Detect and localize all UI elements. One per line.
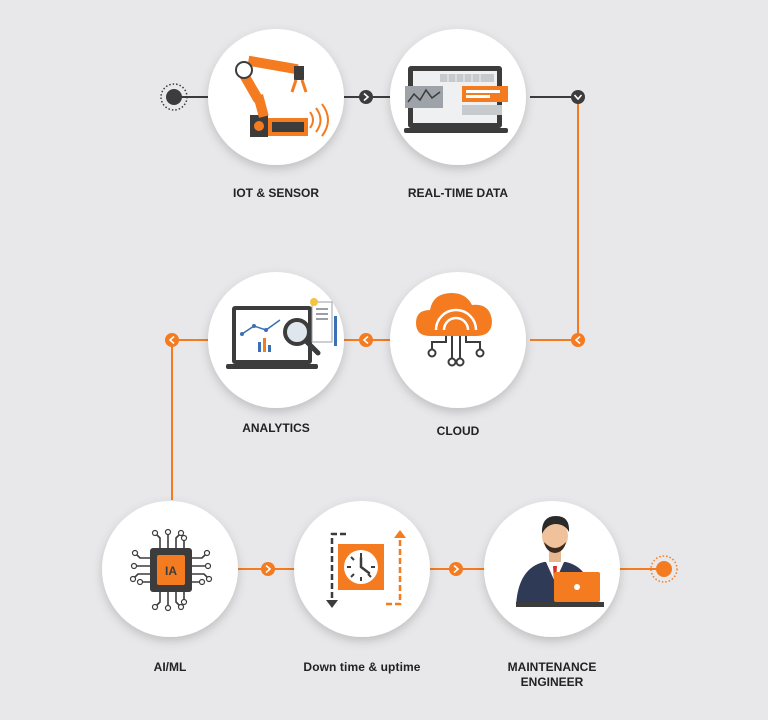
step-label-realtime: REAL-TIME DATA xyxy=(407,186,509,200)
arrow-node-into-cloud xyxy=(571,333,585,347)
step-label-engineer-line2: ENGINEER xyxy=(520,675,584,689)
step-label-iot: IOT & SENSOR xyxy=(232,186,319,200)
ai-chip-icon: IA xyxy=(129,528,213,612)
step-label-analytics: ANALYTICS xyxy=(242,421,310,435)
svg-text:IA: IA xyxy=(165,564,177,578)
step-label-engineer-line1: MAINTENANCE xyxy=(507,660,597,674)
arrow-node-realtime-cloud xyxy=(571,90,585,104)
engineer-laptop-icon xyxy=(516,516,604,607)
arrow-node-cloud-analytics xyxy=(359,333,373,347)
monitor-dashboard-icon xyxy=(404,66,508,133)
step-label-cloud: CLOUD xyxy=(436,424,480,438)
arrow-node-downtime-engineer xyxy=(449,562,463,576)
arrow-node-aiml-downtime xyxy=(261,562,275,576)
step-label-aiml: AI/ML xyxy=(153,660,187,674)
clock-cycle-icon xyxy=(326,530,406,608)
end-dot xyxy=(650,555,678,583)
arrow-node-iot-realtime xyxy=(359,90,373,104)
step-label-downtime: Down time & uptime xyxy=(303,660,421,674)
arrow-node-analytics-aiml xyxy=(165,333,179,347)
cloud-network-icon xyxy=(416,293,492,367)
start-dot xyxy=(160,83,188,111)
robot-arm-icon xyxy=(235,55,329,137)
analytics-magnifier-icon xyxy=(226,298,337,369)
